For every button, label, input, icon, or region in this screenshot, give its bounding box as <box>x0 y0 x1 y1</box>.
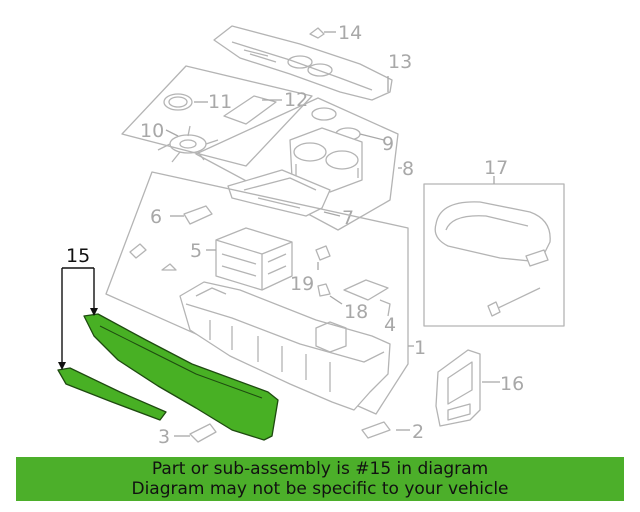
part-14-clip <box>309 27 325 39</box>
part-5-storage-bin <box>215 227 293 291</box>
callout-6: 6 <box>150 206 162 228</box>
parts-diagram: 13 14 11 1 2 10 9 8 <box>57 22 565 448</box>
callout-16: 16 <box>500 373 524 395</box>
callout-11: 11 <box>208 91 232 113</box>
callout-10: 10 <box>140 120 164 142</box>
callout-15: 15 <box>66 245 90 267</box>
part-17-armrest <box>434 201 551 317</box>
callout-15-leader <box>58 267 98 370</box>
banner-line-2: Diagram may not be specific to your vehi… <box>131 479 509 499</box>
callout-18: 18 <box>344 301 368 323</box>
part-15-console-side-panel <box>57 313 279 441</box>
callout-1: 1 <box>414 337 426 359</box>
info-banner: Part or sub-assembly is #15 in diagram D… <box>16 457 624 501</box>
callout-17: 17 <box>484 157 508 179</box>
callout-9: 9 <box>382 133 394 155</box>
part-19-clip <box>315 245 331 261</box>
part-18-pad <box>343 279 389 301</box>
part-4-trim <box>379 299 391 317</box>
part-1-console-body <box>179 281 391 411</box>
banner-line-1: Part or sub-assembly is #15 in diagram <box>151 459 489 479</box>
part-12-mat <box>223 95 277 125</box>
callout-7: 7 <box>342 207 354 229</box>
part-7-bracket <box>227 169 331 217</box>
part-11-ring <box>163 93 193 111</box>
part-16-rear-panel <box>435 349 481 427</box>
callout-4: 4 <box>384 314 396 336</box>
part-8-cup-holder <box>289 127 363 193</box>
callout-2: 2 <box>412 421 424 443</box>
part-10-holder <box>157 125 219 163</box>
part-3-bracket <box>189 423 217 443</box>
callout-8: 8 <box>402 158 414 180</box>
callout-5: 5 <box>190 240 202 262</box>
part-13-top-panel <box>213 25 393 101</box>
callout-13: 13 <box>388 51 412 73</box>
callout-19: 19 <box>290 273 314 295</box>
callout-3: 3 <box>158 426 170 448</box>
part-2-clip <box>361 421 391 439</box>
part-6-pad <box>183 205 213 225</box>
callout-14: 14 <box>338 22 362 44</box>
